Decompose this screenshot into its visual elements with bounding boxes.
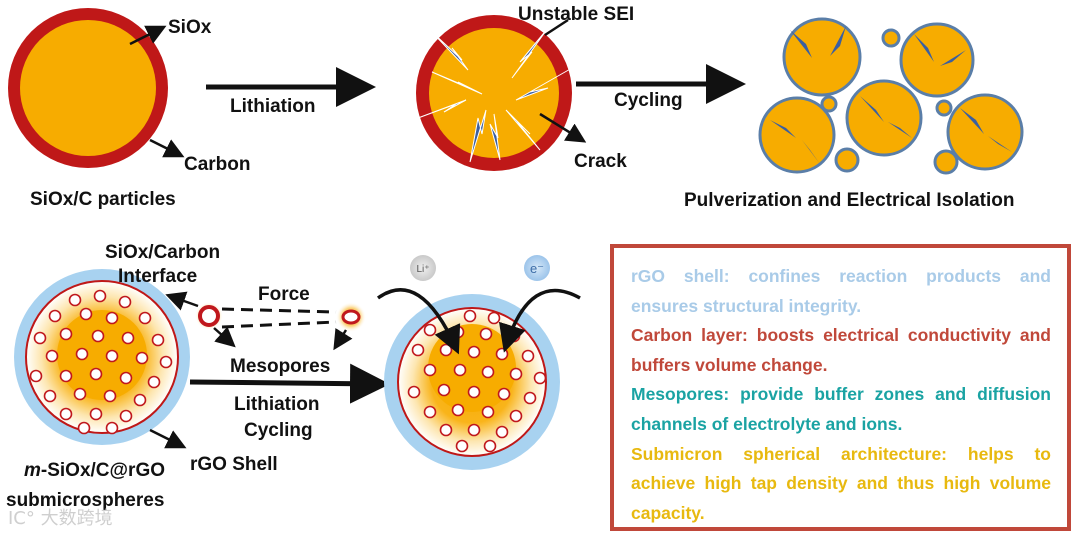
legend-rgo-shell: rGO shell: confines reaction products an… <box>631 266 1051 316</box>
legend-mesopores: Mesopores: provide buffer zones and diff… <box>631 384 1051 434</box>
force-line-top <box>221 307 337 314</box>
legend-submicron-architecture: Submicron spherical architecture: helps … <box>631 443 1051 523</box>
sphere-caption-line2: submicrospheres <box>6 490 164 511</box>
mesopore-pointer-arrow-right <box>333 327 353 351</box>
mesopore-pattern-right <box>407 309 547 453</box>
electron-path-arrow <box>498 288 581 353</box>
legend-carbon-layer: Carbon layer: boosts electrical conducti… <box>631 325 1051 375</box>
crack-pointer-arrow <box>539 112 587 143</box>
rgo-pointer-arrow <box>149 428 187 449</box>
electron-icon: e⁻ <box>524 255 550 281</box>
siox-label: SiOx <box>168 17 212 38</box>
cycling-label: Cycling <box>244 420 313 441</box>
particles-caption: SiOx/C particles <box>30 189 176 210</box>
li-ion-path-arrow <box>376 288 461 355</box>
cycling-arrow-label: Cycling <box>614 90 683 111</box>
interface-label-line2: Interface <box>118 266 197 287</box>
rgo-shell-label: rGO Shell <box>190 454 278 475</box>
electron-label: e⁻ <box>530 261 544 276</box>
force-line-bottom <box>221 320 337 329</box>
force-label: Force <box>258 284 310 305</box>
fragment-crack-marks <box>770 26 1012 164</box>
li-ion-label: Li⁺ <box>416 264 429 275</box>
lithiation-label: Lithiation <box>234 394 319 415</box>
crack-marks <box>417 27 573 163</box>
sei-pointer-line <box>544 18 569 37</box>
interface-pointer-arrow <box>165 291 199 311</box>
lithiation-cycling-arrow <box>189 363 390 404</box>
legend-box: rGO shell: confines reaction products an… <box>610 244 1071 531</box>
pulverized-fragments <box>758 17 1024 175</box>
carbon-pointer-arrow <box>149 138 185 158</box>
rgo-sphere-left <box>14 269 190 445</box>
crack-label: Crack <box>574 151 627 172</box>
lithiation-arrow-label: Lithiation <box>230 96 315 117</box>
cracked-particle <box>416 15 573 171</box>
siox-c-particle <box>8 8 168 168</box>
sphere-caption-line1: m-SiOx/C@rGO <box>24 460 165 481</box>
watermark: IC° 大数跨境 <box>8 508 113 529</box>
mesopore-pointer-arrow-left <box>213 326 236 348</box>
single-pore-detail <box>195 302 223 330</box>
siox-pointer-arrow <box>129 25 167 46</box>
li-ion-icon: Li⁺ <box>410 255 436 281</box>
unstable-sei-label: Unstable SEI <box>518 4 634 25</box>
mesopores-label: Mesopores <box>230 356 330 377</box>
mesopore-pattern-left <box>29 289 173 435</box>
deformed-pore-detail <box>336 302 366 332</box>
interface-label-line1: SiOx/Carbon <box>105 242 220 263</box>
carbon-label: Carbon <box>184 154 251 175</box>
pulverization-caption: Pulverization and Electrical Isolation <box>684 190 1014 211</box>
rgo-sphere-right <box>384 294 560 470</box>
